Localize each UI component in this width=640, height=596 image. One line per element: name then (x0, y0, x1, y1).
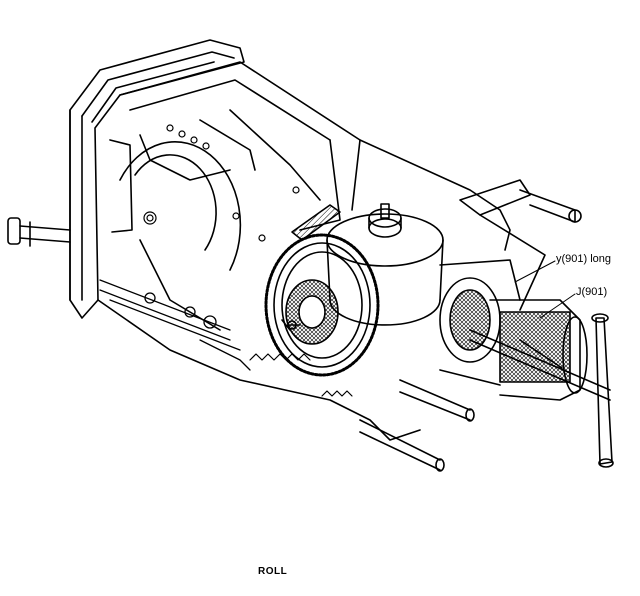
housing-section (291, 204, 341, 241)
puller-sleeve (489, 299, 588, 401)
puller-screw (469, 329, 611, 401)
differential-cover (326, 213, 444, 326)
detent-spring (249, 353, 353, 397)
label-tool-y: y(901) long (556, 253, 612, 265)
output-rod-lower (359, 379, 475, 472)
tommy-bar (591, 313, 614, 468)
right-rail (459, 179, 582, 311)
label-tool-j: J(901) (576, 286, 608, 298)
crown-wheel (264, 233, 380, 377)
housing-bolt-holes (143, 124, 300, 242)
housing-body (97, 61, 511, 441)
differential-bearing-left (281, 279, 339, 345)
selector-rods (99, 279, 251, 371)
figure-caption: ROLL (258, 566, 288, 577)
leader-lines (514, 260, 576, 319)
housing-flange (69, 39, 245, 319)
adjusting-nut (368, 203, 402, 238)
input-shaft-left (7, 217, 71, 247)
